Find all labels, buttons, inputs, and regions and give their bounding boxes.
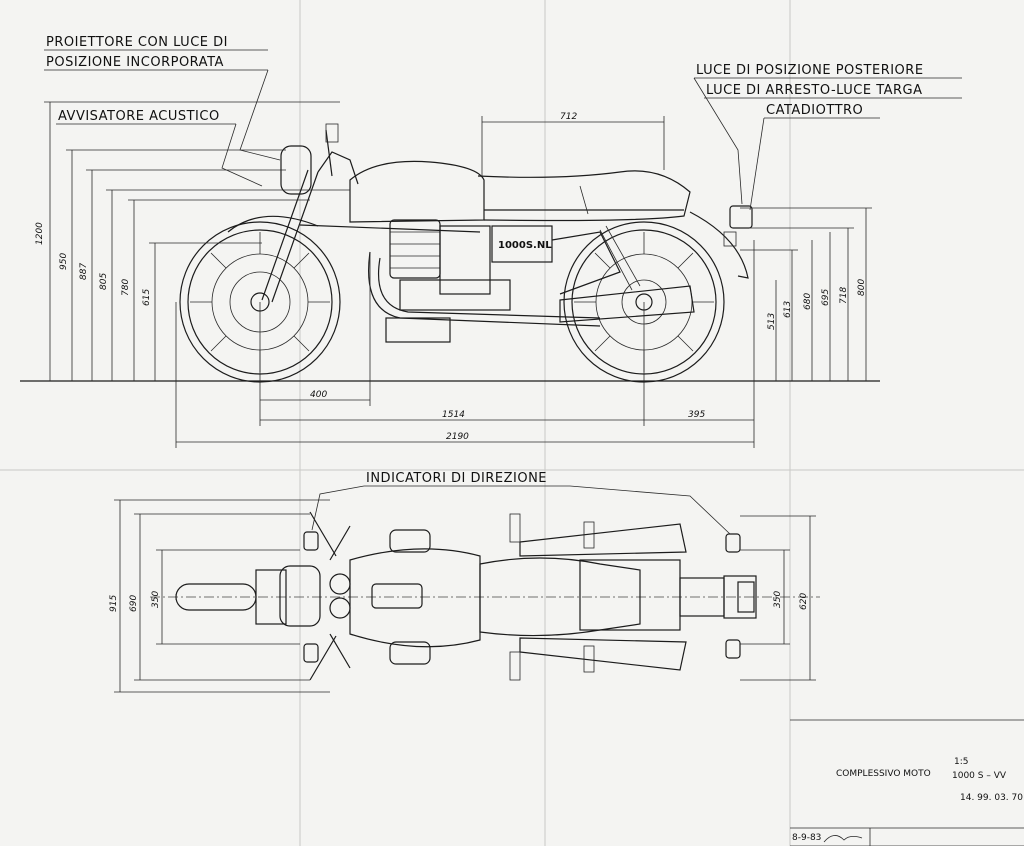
height-950: 950	[59, 253, 69, 270]
overhang-dimension: 400	[310, 390, 327, 400]
rear-overhang-dimension: 395	[688, 410, 705, 420]
drawing-model: 1000 S – VV	[952, 771, 1007, 781]
engine: 1000S.NL	[368, 219, 695, 343]
front-fork	[261, 123, 359, 303]
right-height-dimensions: 513 613 680 695 718 800	[740, 207, 872, 381]
reflector-label: CATADIOTTRO	[766, 103, 863, 118]
headlight-label-line2: POSIZIONE INCORPORATA	[46, 55, 224, 70]
drawing-date: 8-9-83	[792, 833, 821, 843]
width-350: 350	[151, 591, 161, 608]
top-view: INDICATORI DI DIREZIONE 915 690 350 350 …	[109, 471, 820, 693]
brake-plate-light-label: LUCE DI ARRESTO-LUCE TARGA	[706, 83, 923, 98]
wheelbase-dimension: 1514	[442, 410, 465, 420]
model-badge: 1000S.NL	[498, 240, 552, 251]
indicators-label: INDICATORI DI DIREZIONE	[366, 471, 547, 486]
height-680: 680	[803, 293, 813, 310]
title-block: COMPLESSIVO MOTO 1:5 1000 S – VV 14. 99.…	[790, 719, 1024, 846]
width-915: 915	[109, 595, 119, 612]
drawing-description: COMPLESSIVO MOTO	[836, 769, 931, 779]
height-805: 805	[99, 273, 109, 290]
width-620: 620	[799, 593, 809, 610]
side-view: 1000S.NL 1200 950 887	[20, 35, 962, 448]
height-513: 513	[767, 313, 777, 330]
height-1200: 1200	[35, 222, 45, 245]
bodywork	[299, 160, 753, 247]
length-dimensions: 712 400 1514 395 2190	[175, 112, 755, 448]
side-callouts: PROIETTORE CON LUCE DI POSIZIONE INCORPO…	[44, 35, 962, 211]
horn-label: AVVISATORE ACUSTICO	[58, 109, 220, 124]
rear-position-light-label: LUCE DI POSIZIONE POSTERIORE	[696, 63, 924, 78]
height-613: 613	[783, 301, 793, 318]
seat-length-dimension: 712	[560, 112, 577, 122]
left-height-dimensions: 1200 950 887 805 780 615	[35, 101, 350, 381]
height-695: 695	[821, 289, 831, 306]
drawing-number: 14. 99. 03. 70	[960, 793, 1023, 803]
width-350-rear: 350	[773, 591, 783, 608]
headlight-label-line1: PROIETTORE CON LUCE DI	[46, 35, 228, 50]
overall-length-dimension: 2190	[446, 432, 469, 442]
height-887: 887	[79, 263, 89, 280]
drawing-scale: 1:5	[954, 757, 968, 767]
height-718: 718	[839, 287, 849, 304]
height-615: 615	[142, 289, 152, 306]
height-780: 780	[121, 279, 131, 296]
signature	[823, 835, 863, 843]
height-800: 800	[857, 279, 867, 296]
width-690: 690	[129, 595, 139, 612]
